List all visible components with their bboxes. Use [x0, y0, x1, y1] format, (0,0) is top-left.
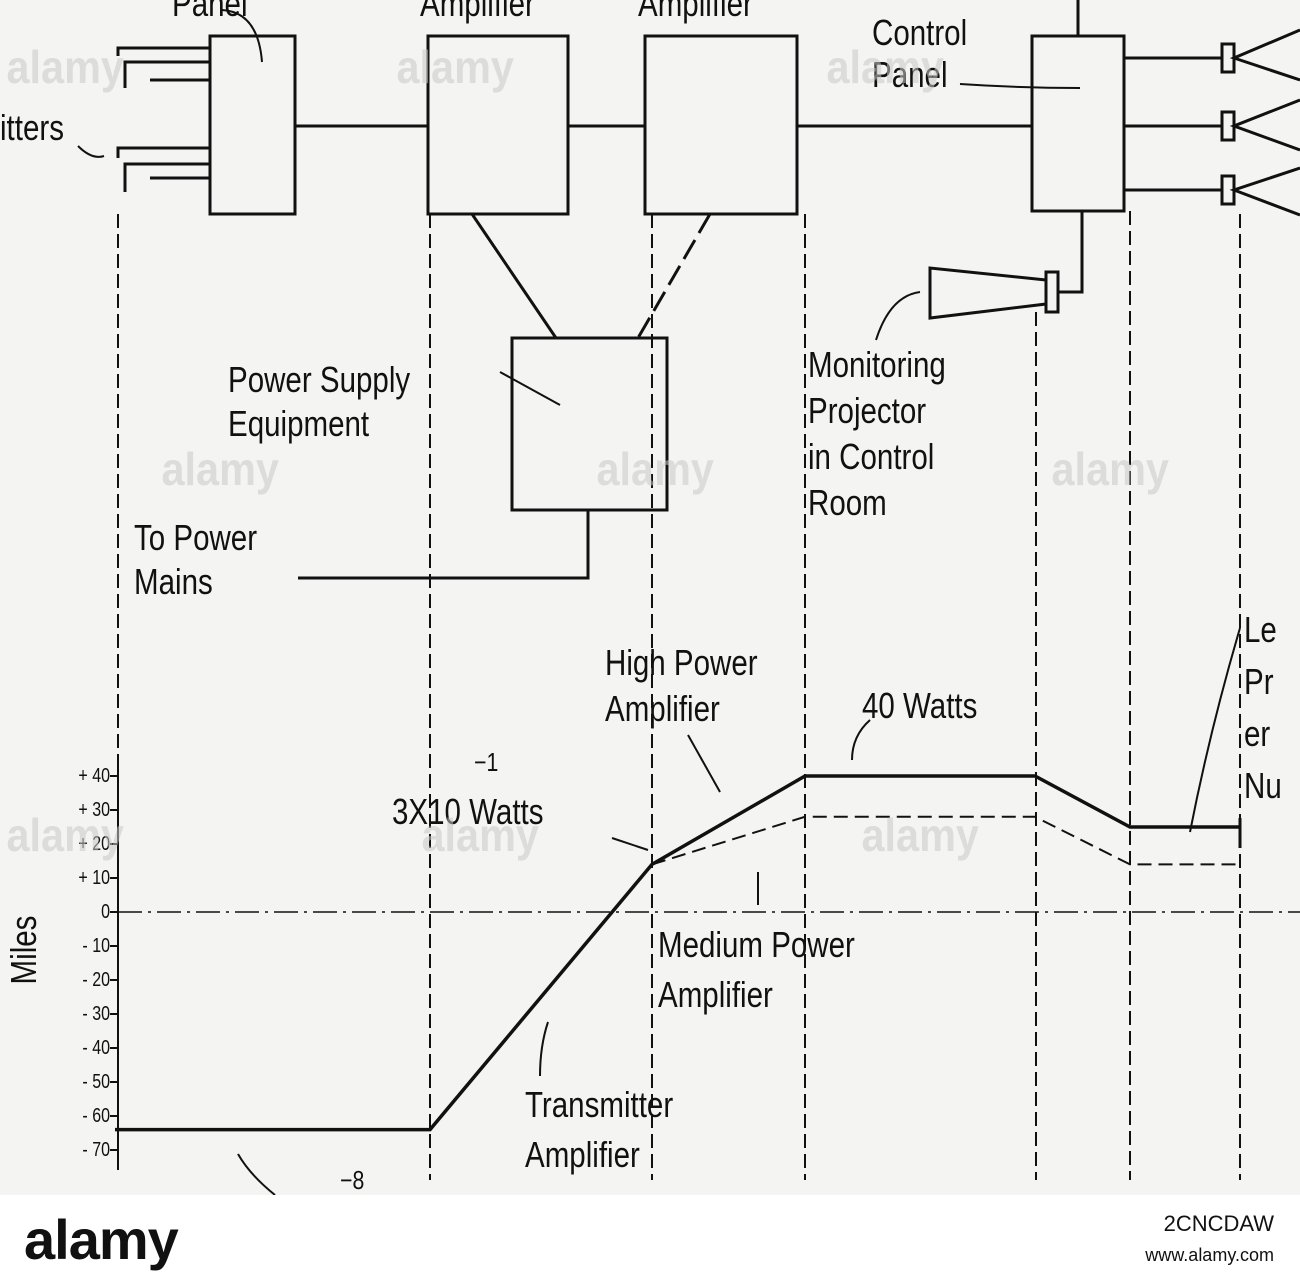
transmitter-panel-box — [208, 34, 297, 216]
monitor-feed-line — [1058, 211, 1084, 294]
transmitter-1-line — [116, 46, 210, 56]
power-mains-line — [298, 510, 590, 580]
monitoring-projector-label: Monitoring Projector in Control Room — [808, 344, 946, 523]
watermark-text-4: alamy — [6, 41, 124, 93]
arrow-monitor — [875, 291, 921, 341]
arrow-high-power — [687, 734, 721, 793]
y-tick-label: + 20 — [78, 833, 110, 855]
y-tick-label: - 50 — [82, 1071, 110, 1093]
output-horn-2 — [1229, 98, 1300, 152]
watermark-text-8: alamy — [421, 809, 539, 861]
y-axis-label: Miles — [3, 915, 45, 985]
arrow-exp8 — [237, 1153, 276, 1195]
watermark-text-2: alamy — [596, 443, 714, 495]
y-tick-label: 0 — [101, 901, 110, 923]
watermark-bar: alamy 2CNCDAW www.alamy.com — [0, 1195, 1300, 1285]
control-panel-label: Control Panel — [872, 12, 968, 95]
arrow-transmitter-amp — [539, 1021, 549, 1077]
amplifier-label-1: Amplifier — [420, 0, 535, 24]
y-tick-label: - 60 — [82, 1105, 110, 1127]
watermark-text-6: alamy — [826, 41, 944, 93]
transmitter-amplifier-label: Transmitter Amplifier — [525, 1084, 674, 1175]
y-tick-label: - 70 — [82, 1139, 110, 1161]
control-panel-box — [1030, 34, 1126, 213]
exponent-minus-1: −1 — [474, 747, 499, 777]
watermark-text-9: alamy — [861, 809, 979, 861]
diagram-lines — [77, 0, 1300, 1195]
y-tick-label: - 40 — [82, 1037, 110, 1059]
power-supply-label: Power Supply Equipment — [228, 359, 411, 444]
y-tick-label: + 40 — [78, 765, 110, 787]
level-line-dashed — [651, 815, 1240, 866]
arrow-transmitters — [77, 145, 105, 158]
watermark-text-7: alamy — [6, 809, 124, 861]
site-url: www.alamy.com — [1145, 1245, 1274, 1265]
high-power-amplifier-label: High Power Amplifier — [605, 642, 758, 729]
monitor-plug — [1044, 270, 1060, 314]
level-line-solid — [115, 774, 1240, 1132]
y-tick-label: - 30 — [82, 1003, 110, 1025]
watermark-text-3: alamy — [1051, 443, 1169, 495]
watermark-text-5: alamy — [396, 41, 514, 93]
arrow-right-label — [1189, 627, 1241, 833]
arrow-panel — [221, 9, 263, 63]
y-tick-label: + 10 — [78, 867, 110, 889]
transmitter-1b-line — [123, 60, 210, 88]
three-x-ten-watts-label: 3X10 Watts — [392, 791, 544, 832]
arrow-control-panel — [959, 83, 1081, 89]
transmitter-2b-line — [123, 162, 210, 192]
diagram: Panel Amplifier Amplifier Control Panel … — [0, 0, 1300, 1195]
y-tick-label: - 10 — [82, 935, 110, 957]
power-feed-2 — [636, 213, 712, 339]
image-code: 2CNCDAW — [1163, 1211, 1274, 1236]
medium-power-amplifier-label: Medium Power Amplifier — [658, 924, 855, 1015]
output-horn-3 — [1229, 166, 1300, 217]
transmitters-label: itters — [0, 107, 64, 148]
exponent-minus-8: −8 — [340, 1165, 365, 1195]
amplifier-label-2: Amplifier — [638, 0, 753, 24]
arrow-power-supply — [499, 371, 561, 406]
y-tick-label: - 20 — [82, 969, 110, 991]
panel-label: Panel — [172, 0, 248, 24]
brand-logo: alamy — [24, 1208, 179, 1271]
watermark-text-1: alamy — [161, 443, 279, 495]
arrow-three-watts — [611, 837, 649, 851]
monitor-horn — [928, 266, 1048, 320]
amplifier-box-2 — [643, 34, 799, 216]
y-tick-label: + 30 — [78, 799, 110, 821]
forty-watts-label: 40 Watts — [862, 685, 978, 726]
transmitter-2-line — [116, 146, 210, 158]
to-power-mains-label: To Power Mains — [134, 517, 258, 602]
right-cut-label: Le Pr er Nu — [1244, 609, 1282, 806]
power-feed-1 — [470, 213, 558, 339]
arrow-forty-watts — [851, 719, 871, 761]
output-horn-1 — [1229, 28, 1300, 82]
